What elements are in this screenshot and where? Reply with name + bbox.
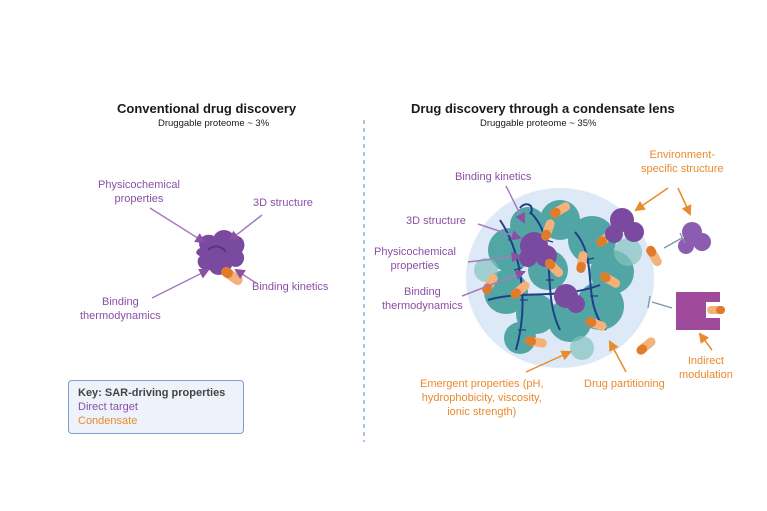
right-label-partitioning: Drug partitioning	[584, 378, 665, 390]
rna-strands	[487, 203, 607, 351]
legend-direct-target: Direct target	[78, 401, 138, 413]
arrow-structure-right	[477, 223, 522, 241]
left-label-binding-kinetics: Binding kinetics	[252, 281, 329, 293]
arrow-env-2	[677, 187, 692, 216]
legend-title: Key: SAR-driving properties	[78, 387, 226, 399]
arrow-kinetics-right	[505, 185, 525, 224]
legend-key: Key: SAR-driving properties Direct targe…	[68, 380, 244, 434]
right-title: Drug discovery through a condensate lens	[411, 101, 675, 116]
arrow-physicochemical-right	[467, 251, 523, 263]
drug-capsules-in-droplet	[482, 202, 621, 348]
arrow-env-1	[634, 187, 669, 212]
arrow-kinetics-left	[234, 268, 257, 284]
arrow-indirect	[698, 332, 713, 351]
right-label-env-structure: Environment- specific structure	[641, 149, 724, 175]
right-label-indirect: Indirect modulation	[679, 355, 733, 381]
inhibit-indirect	[651, 301, 673, 309]
left-drug-capsule-icon	[221, 266, 243, 286]
left-title: Conventional drug discovery	[117, 101, 297, 116]
inhibit-env	[663, 237, 683, 249]
left-subtitle: Druggable proteome ~ 3%	[158, 118, 270, 129]
arrow-physicochemical-left	[149, 207, 206, 244]
left-protein-icon	[196, 230, 245, 275]
arrow-structure-left	[228, 214, 263, 242]
right-label-emergent: Emergent properties (pH, hydrophobicity,…	[420, 378, 544, 418]
arrow-emergent	[525, 350, 572, 373]
arrow-partitioning	[609, 340, 627, 373]
arrow-thermo-left	[151, 269, 210, 299]
outside-capsule-2-icon	[636, 337, 656, 355]
left-label-structure: 3D structure	[253, 197, 313, 209]
legend-condensate: Condensate	[78, 415, 138, 427]
target-protein-in-droplet	[519, 232, 585, 313]
env-protein-alt-icon	[678, 222, 711, 254]
arrow-thermo-right	[461, 270, 526, 297]
left-label-binding-thermo: Binding thermodynamics	[80, 296, 161, 322]
right-label-binding-thermo: Binding thermodynamics	[382, 286, 463, 312]
outside-capsule-icon	[646, 245, 662, 267]
right-subtitle: Druggable proteome ~ 35%	[480, 118, 597, 129]
rna-ticks	[507, 237, 598, 331]
modulator-receptor-icon	[676, 292, 720, 330]
right-label-structure: 3D structure	[406, 215, 466, 227]
right-label-binding-kinetics: Binding kinetics	[455, 171, 532, 183]
left-label-physicochemical: Physicochemical properties	[98, 179, 180, 205]
right-label-physicochemical: Physicochemical properties	[374, 246, 456, 272]
env-protein-icon	[605, 208, 644, 243]
